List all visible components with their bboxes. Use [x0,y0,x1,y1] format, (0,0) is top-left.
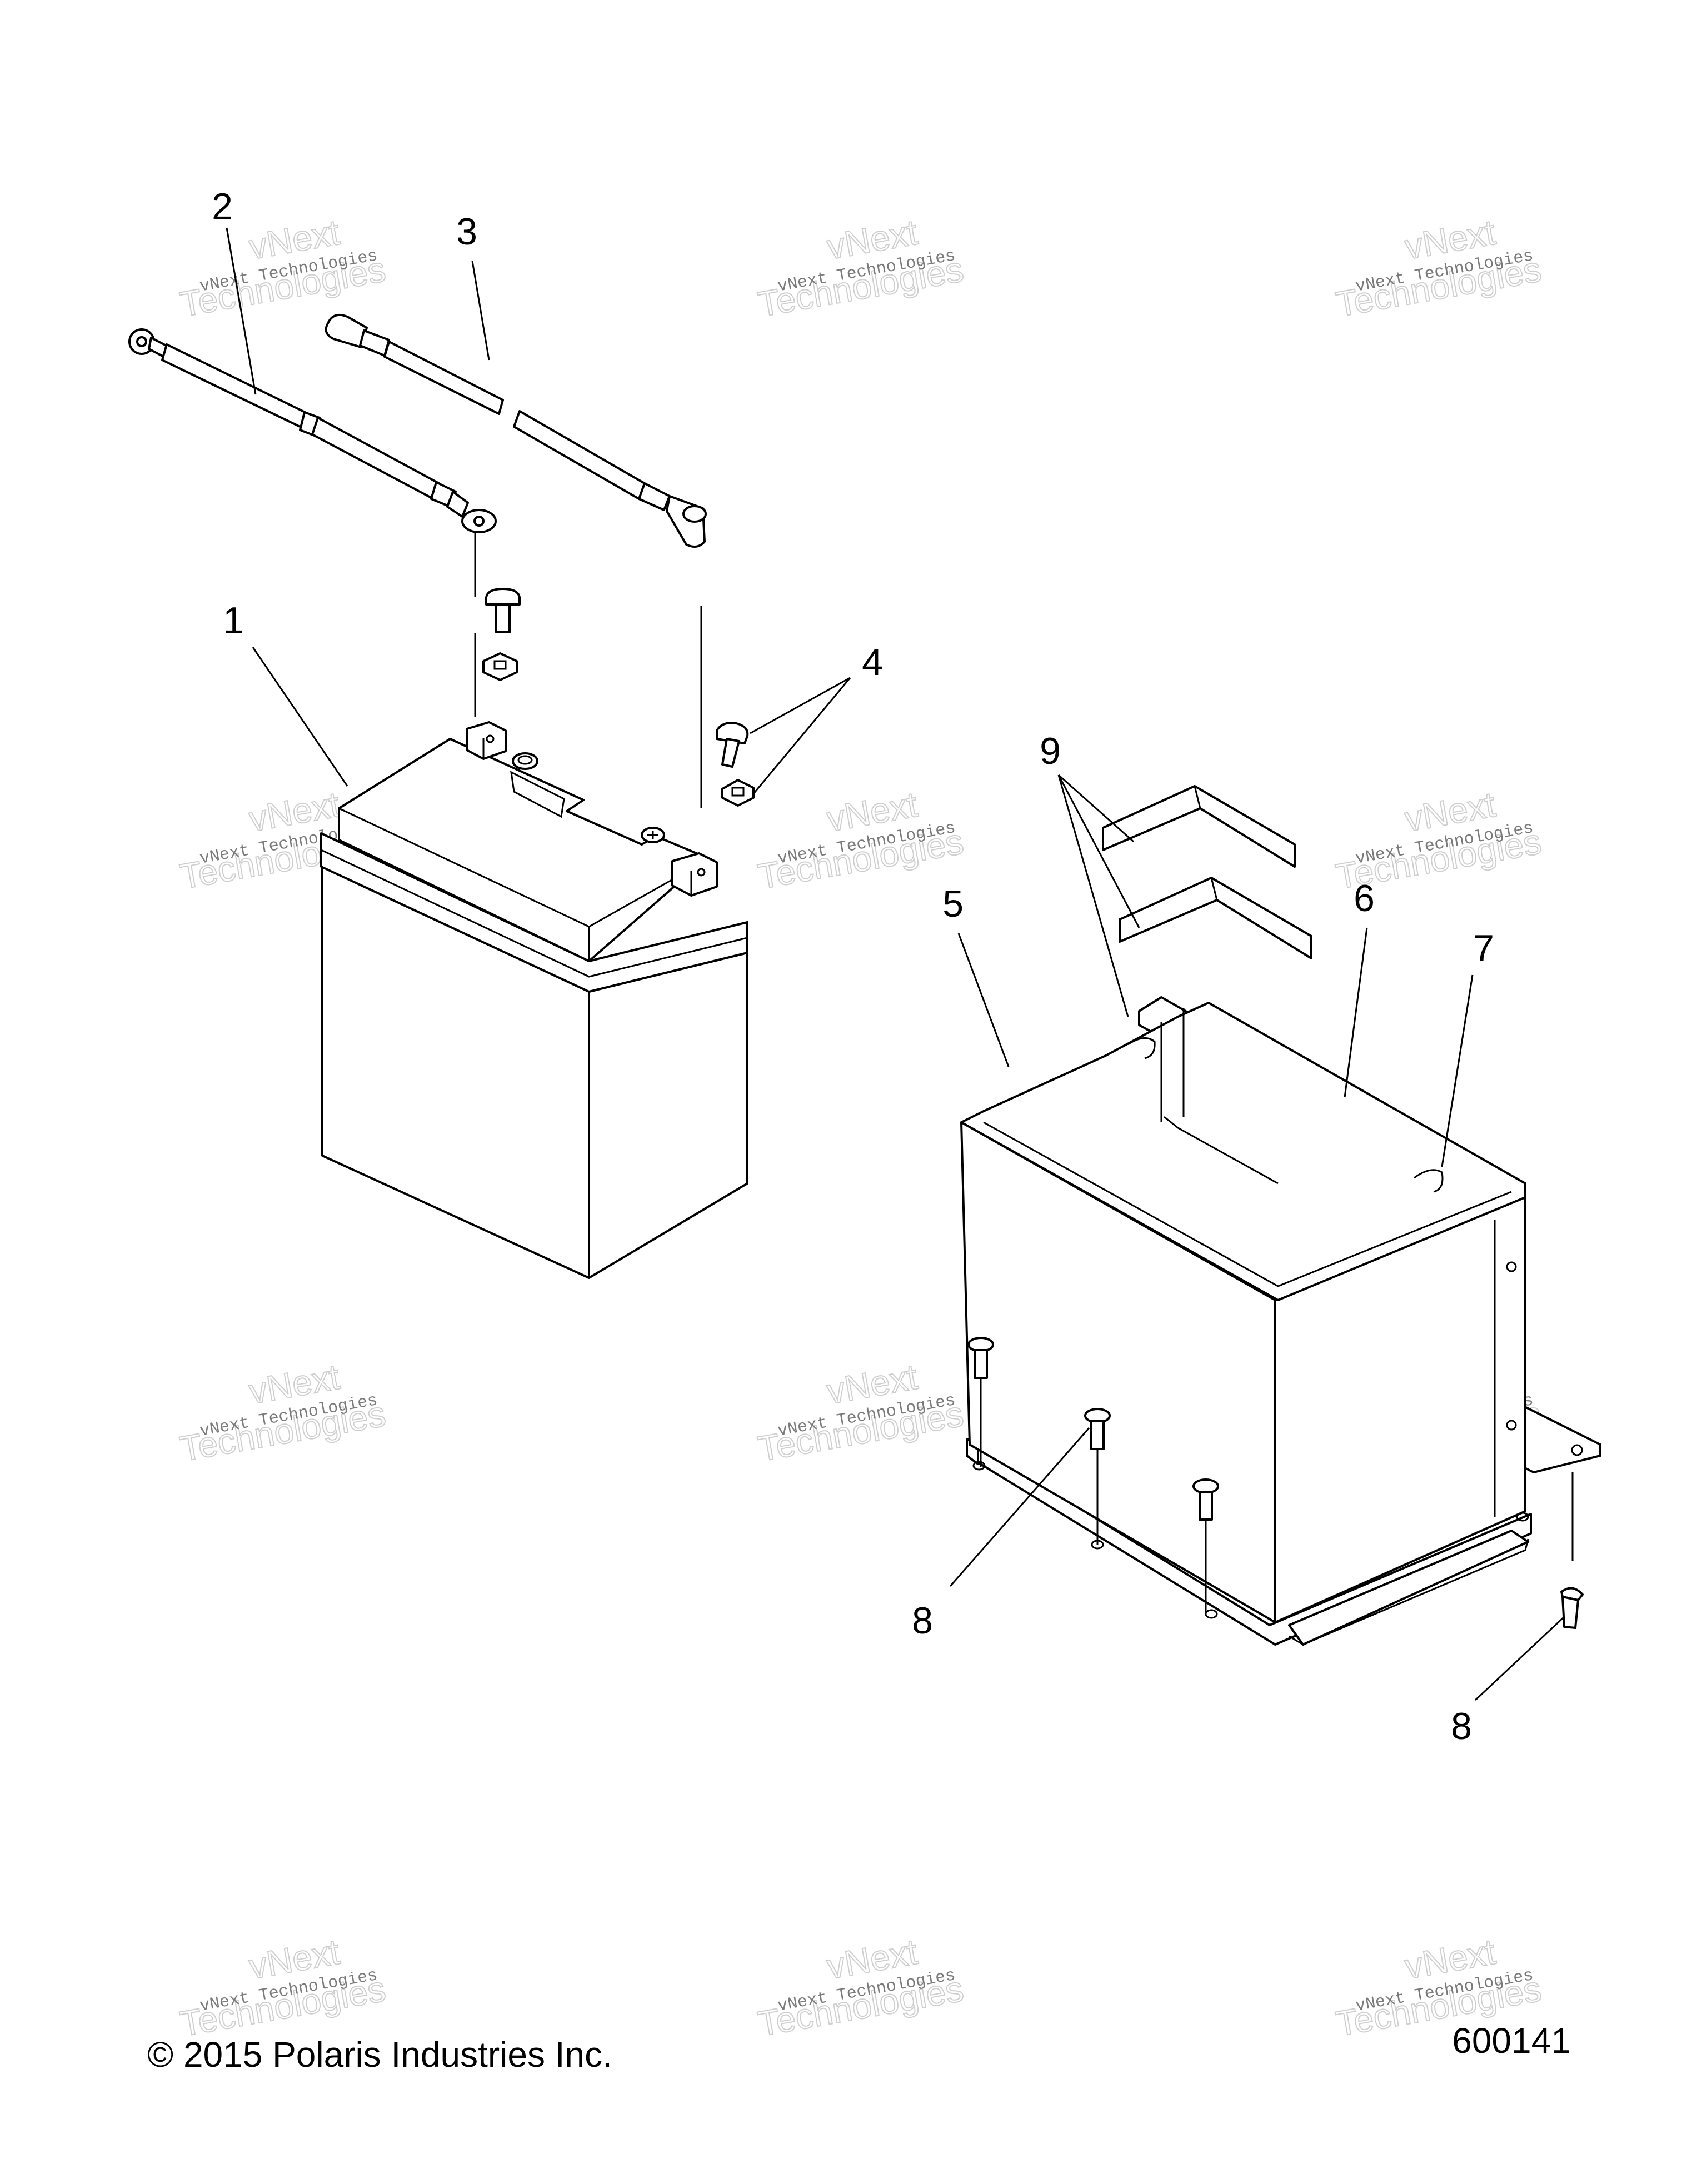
leader-lines [226,227,1565,1701]
callout-7: 7 [1473,927,1494,969]
battery [320,721,748,1279]
callout-4: 4 [862,641,883,683]
screw-c [1192,1478,1219,1521]
terminal-bolt-right [716,722,749,768]
callout-9: 9 [1040,730,1061,772]
callouts: 1 2 3 4 5 6 7 8 8 9 [212,186,1494,1747]
install-lines [474,533,1574,1614]
terminal-bolt-left [485,588,521,633]
negative-cable [128,328,497,533]
screw-b [1084,1408,1111,1450]
callout-6: 6 [1354,877,1375,919]
pad-lower [1119,877,1312,959]
pad-upper [1102,785,1296,868]
battery-box [960,1002,1601,1646]
callout-8a: 8 [912,1600,933,1642]
callout-5: 5 [942,883,964,925]
copyright-notice: © 2015 Polaris Industries Inc. [147,2035,612,2075]
callout-3: 3 [456,211,477,253]
callout-8b: 8 [1451,1705,1472,1747]
positive-cable [325,314,707,548]
screw-a [967,1337,994,1379]
callout-1: 1 [223,599,244,642]
screw-d [1560,1587,1584,1629]
diagram-number: 600141 [1452,2021,1571,2061]
callout-2: 2 [212,186,233,228]
terminal-nut-right [721,779,755,807]
terminal-nut-left [482,652,518,681]
